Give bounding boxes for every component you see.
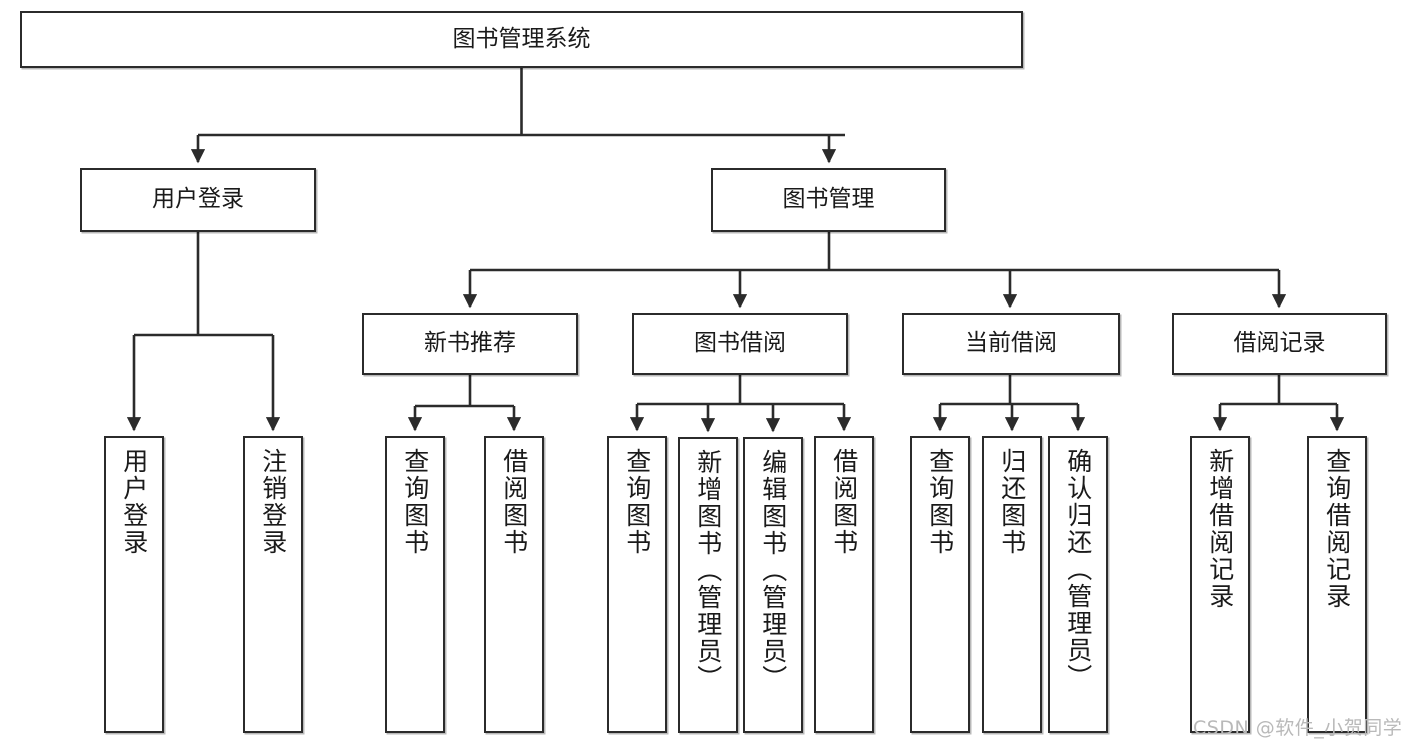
leaf-edit-book-admin-label: 编辑图书（管理员） (758, 449, 788, 692)
node-book-management[interactable]: 图书管理 (711, 168, 946, 232)
leaf-query-book-current-label: 查询图书 (925, 448, 955, 556)
leaf-query-book-newbook-label: 查询图书 (400, 448, 430, 556)
leaf-confirm-return-admin-label: 确认归还（管理员） (1063, 448, 1093, 691)
leaf-edit-book-admin[interactable]: 编辑图书（管理员） (743, 437, 803, 733)
leaf-return-book[interactable]: 归还图书 (982, 436, 1042, 733)
node-borrow-records-label: 借阅记录 (1233, 330, 1326, 357)
leaf-borrow-book-newbook-label: 借阅图书 (499, 448, 529, 556)
node-root[interactable]: 图书管理系统 (20, 11, 1023, 68)
node-book-borrow-label: 图书借阅 (694, 330, 786, 357)
node-borrow-records[interactable]: 借阅记录 (1172, 313, 1387, 375)
node-current-borrow[interactable]: 当前借阅 (902, 313, 1120, 375)
leaf-borrow-book-label: 借阅图书 (829, 448, 859, 556)
leaf-query-book-borrow[interactable]: 查询图书 (607, 436, 667, 733)
leaf-user-login-label: 用户登录 (119, 448, 149, 556)
leaf-query-borrow-record[interactable]: 查询借阅记录 (1307, 436, 1367, 733)
node-user-login[interactable]: 用户登录 (80, 168, 316, 232)
leaf-query-book-borrow-label: 查询图书 (622, 448, 652, 556)
node-user-login-label: 用户登录 (152, 186, 244, 213)
node-new-book-recommend[interactable]: 新书推荐 (362, 313, 578, 375)
leaf-logout[interactable]: 注销登录 (243, 436, 303, 733)
leaf-confirm-return-admin[interactable]: 确认归还（管理员） (1048, 436, 1108, 733)
leaf-add-book-admin[interactable]: 新增图书（管理员） (678, 437, 738, 733)
leaf-query-book-newbook[interactable]: 查询图书 (385, 436, 445, 733)
node-root-label: 图书管理系统 (452, 25, 591, 52)
leaf-logout-label: 注销登录 (258, 448, 288, 556)
leaf-borrow-book[interactable]: 借阅图书 (814, 436, 874, 733)
leaf-add-borrow-record[interactable]: 新增借阅记录 (1190, 436, 1250, 733)
leaf-user-login[interactable]: 用户登录 (104, 436, 164, 733)
leaf-add-borrow-record-label: 新增借阅记录 (1205, 448, 1235, 610)
node-new-book-recommend-label: 新书推荐 (424, 330, 516, 357)
node-current-borrow-label: 当前借阅 (965, 330, 1057, 357)
node-book-management-label: 图书管理 (782, 186, 875, 213)
node-book-borrow[interactable]: 图书借阅 (632, 313, 848, 375)
leaf-query-book-current[interactable]: 查询图书 (910, 436, 970, 733)
leaf-add-book-admin-label: 新增图书（管理员） (693, 449, 723, 692)
leaf-return-book-label: 归还图书 (997, 448, 1027, 556)
leaf-borrow-book-newbook[interactable]: 借阅图书 (484, 436, 544, 733)
leaf-query-borrow-record-label: 查询借阅记录 (1322, 448, 1352, 610)
